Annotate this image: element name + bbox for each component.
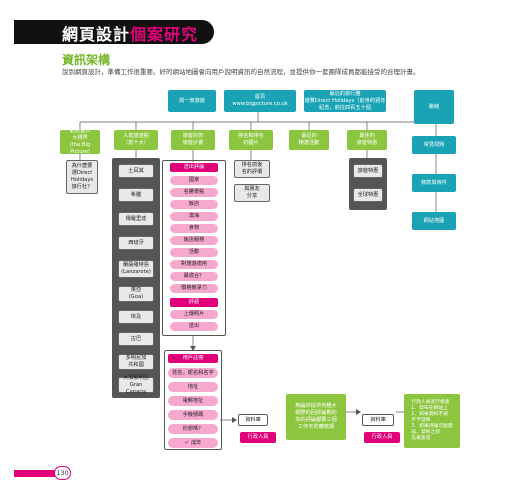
destination-item: 土耳其: [118, 164, 154, 178]
signup-frame: [164, 350, 222, 450]
guides-sub-item: 旅遊特惠: [353, 164, 383, 178]
review-item: 濱海: [170, 212, 218, 221]
top-share-box: 與一家旅遊: [168, 90, 216, 112]
destination-item: 古巴: [118, 332, 154, 346]
signup-adult-checkbox[interactable]: ✔成年: [168, 438, 218, 448]
page-title: 網頁設計個案研究: [62, 25, 199, 44]
welcome-box: 歡迎進入 大視界 (the Big Picture): [60, 128, 100, 155]
destination-item: 埃及: [118, 310, 154, 324]
destination-item: 果亞 (Goa): [118, 286, 154, 302]
home-box: 首頁 www.bigpicture.co.uk: [224, 90, 296, 112]
review-period-note: 無論你提供何種大 網際的回評論數的 你的評論都要三個 工作天的審核期: [286, 394, 346, 440]
review-item: 價格競爭力: [170, 284, 218, 293]
destination-item: 大加那利島 Gran Canaria: [118, 375, 154, 395]
destination-item: 傳羅里達: [118, 212, 154, 226]
feeds-sub-item: 排名前後 名的評價: [234, 160, 270, 178]
staff-box-a: 行政人員: [240, 432, 276, 443]
signup-address-field[interactable]: 地址: [168, 382, 218, 392]
promo-box: 最近的旅行團 遊覽Direct Holidays（前身的週年 紀念，前往四百五十…: [304, 90, 386, 112]
review-item: 名勝景點: [170, 188, 218, 197]
signup-header: 用戶註冊: [168, 354, 218, 363]
submit-review-button[interactable]: 送出: [170, 322, 218, 331]
section-title: 資訊架構: [62, 53, 111, 67]
contact-box: 聯絡: [414, 90, 454, 124]
check-icon: ✔: [184, 439, 189, 446]
review-comments-header: 評語: [170, 298, 218, 307]
terms-box: 條款與條件: [412, 174, 456, 192]
signup-adult-label: 成年: [190, 439, 202, 446]
review-item: 最適合？: [170, 272, 218, 281]
review-item: 國家: [170, 176, 218, 185]
home-url: www.bigpicture.co.uk: [232, 101, 288, 107]
database-box-b: 資料庫: [362, 414, 394, 426]
destination-item: 多明尼加 共和國: [118, 354, 154, 370]
signup-optin-field[interactable]: 你想嗎？: [168, 424, 218, 434]
feeds-sub-item: 與朋友 分享: [234, 184, 270, 202]
destination-item: 希臘: [118, 188, 154, 202]
destination-item: 蘭薩羅特島 (Lanzarote): [118, 260, 154, 278]
signup-phone-field[interactable]: 手機號碼: [168, 410, 218, 420]
review-frame: [162, 160, 226, 336]
footer-bar: [14, 470, 60, 477]
feeds-box: 排名和排名 的圖片: [229, 130, 273, 150]
recent-box: 最近的 精選活動: [289, 130, 329, 150]
why-direct-box: 為什麼要 選Direct Holidays 旅行社？: [66, 160, 98, 194]
review-item: 飯店: [170, 200, 218, 209]
review-item: 對旅遊適用: [170, 260, 218, 269]
final-check-box: 行政人員進行檢查 1．發布在網站上 2．如果資料不適 不予發佈 3．如果評論可能…: [404, 394, 460, 448]
destinations-box: 人氣旅遊點 （前十大）: [114, 130, 158, 150]
faq-box: 常見問題: [412, 136, 456, 154]
signup-name-field[interactable]: 姓名，昵名和名字: [168, 368, 218, 378]
staff-box-b: 行政人員: [364, 432, 400, 443]
home-title: 首頁: [254, 94, 266, 100]
review-item: 飯店服務: [170, 236, 218, 245]
header-bar: [14, 20, 214, 44]
upload-photo-button[interactable]: 上傳照片: [170, 310, 218, 319]
review-header: 送出評論: [170, 163, 218, 172]
sitemap-box: 網站地圖: [412, 212, 456, 230]
trip-planner-box: 旅客的你 旅遊計畫: [171, 130, 215, 150]
guides-sub-item: 全球特惠: [353, 188, 383, 202]
review-item: 食物: [170, 224, 218, 233]
review-item: 活動: [170, 248, 218, 257]
database-box-a: 資料庫: [238, 414, 268, 426]
signup-email-field[interactable]: 電郵地址: [168, 396, 218, 406]
intro-paragraph: 說到網頁設計，準備工作很重要。好的網站地圖會向用戶說明資訊的自然流程，並提供你一…: [62, 68, 420, 76]
destination-item: 西班牙: [118, 236, 154, 250]
guides-box: 最佳的 旅遊特惠: [347, 130, 387, 150]
page-number: 130: [54, 466, 71, 480]
